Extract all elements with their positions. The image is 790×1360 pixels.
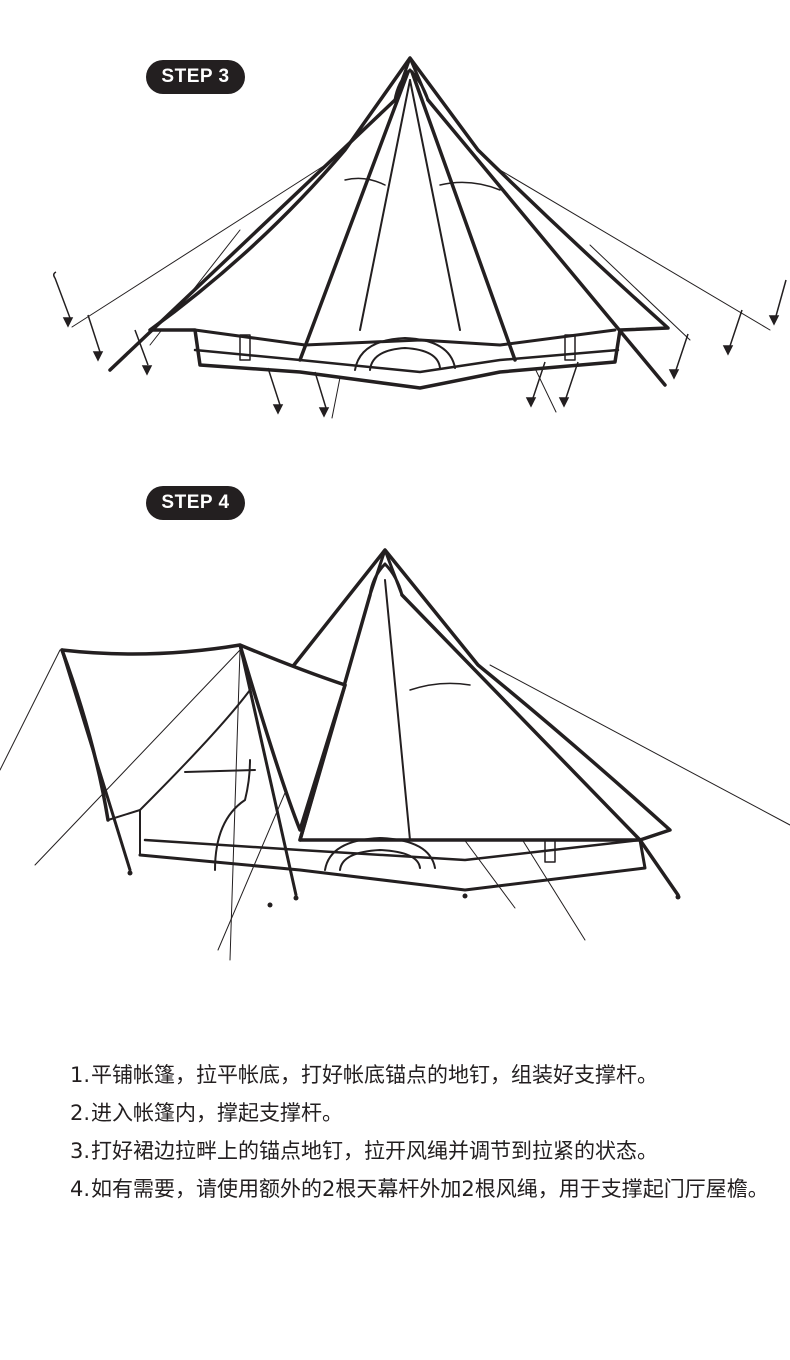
instruction-item: 3. 打好裙边拉畔上的锚点地钉，拉开风绳并调节到拉紧的状态。 [70, 1132, 770, 1170]
instruction-text: 如有需要，请使用额外的2根天幕杆外加2根风绳，用于支撑起门厅屋檐。 [91, 1177, 769, 1201]
ground-stakes [127, 870, 681, 908]
instruction-number: 1. [70, 1063, 91, 1087]
ground-stake-icon [134, 329, 149, 366]
down-arrow-icon [768, 315, 780, 326]
down-arrow-icon [558, 397, 570, 408]
down-arrow-icon [272, 404, 284, 415]
step-3-tent-illustration [52, 56, 787, 419]
ground-stake-icon [87, 314, 101, 353]
ground-stake-icon [127, 870, 133, 876]
ground-stake-icon [775, 279, 787, 317]
instruction-text: 平铺帐篷，拉平帐底，打好帐底锚点的地钉，组装好支撑杆。 [91, 1063, 658, 1087]
ground-stake-icon [462, 893, 468, 899]
ground-stakes [52, 271, 787, 418]
ground-stake-icon [52, 271, 71, 319]
instruction-text: 进入帐篷内，撑起支撑杆。 [91, 1101, 343, 1125]
instruction-item: 1. 平铺帐篷，拉平帐底，打好帐底锚点的地钉，组装好支撑杆。 [70, 1056, 770, 1094]
instruction-number: 3. [70, 1139, 91, 1163]
down-arrow-icon [62, 317, 74, 328]
down-arrow-icon [141, 365, 153, 376]
instruction-number: 2. [70, 1101, 91, 1125]
ground-stake-icon [267, 367, 281, 406]
instruction-item: 2. 进入帐篷内，撑起支撑杆。 [70, 1094, 770, 1132]
ground-stake-icon [532, 361, 546, 399]
tent-canopy [288, 548, 672, 842]
down-arrow-icon [92, 351, 104, 362]
tent-canopy [148, 56, 670, 390]
instruction-text: 打好裙边拉畔上的锚点地钉，拉开风绳并调节到拉紧的状态。 [91, 1139, 658, 1163]
down-arrow-icon [318, 407, 330, 418]
down-arrow-icon [722, 345, 734, 356]
instruction-item: 4. 如有需要，请使用额外的2根天幕杆外加2根风绳，用于支撑起门厅屋檐。 [70, 1170, 770, 1208]
step-4-badge: STEP 4 [146, 486, 245, 520]
ground-stake-icon [675, 333, 689, 371]
instructions-list: 1. 平铺帐篷，拉平帐底，打好帐底锚点的地钉，组装好支撑杆。 2. 进入帐篷内，… [70, 1056, 770, 1208]
ground-stake-icon [675, 894, 681, 900]
awning-canopy [60, 643, 347, 832]
instruction-number: 4. [70, 1177, 91, 1201]
step-3-badge: STEP 3 [146, 60, 245, 94]
ground-stake-icon [267, 902, 273, 908]
ground-stake-icon [314, 371, 327, 409]
step-4-tent-illustration [0, 548, 790, 961]
ground-stake-icon [293, 895, 299, 901]
ground-stake-icon [565, 361, 579, 399]
down-arrow-icon [525, 397, 537, 408]
ground-stake-icon [729, 309, 743, 347]
down-arrow-icon [668, 369, 680, 380]
